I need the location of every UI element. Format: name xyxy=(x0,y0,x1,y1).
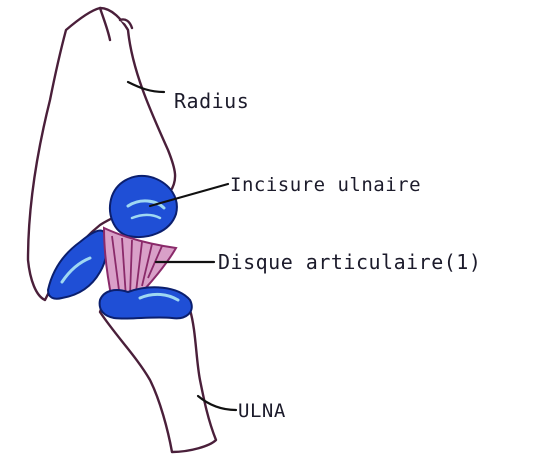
ulnar-notch xyxy=(110,176,177,237)
label-radius: Radius xyxy=(174,89,249,113)
label-ulnar-notch: Incisure ulnaire xyxy=(230,174,421,196)
label-ulna: ULNA xyxy=(238,400,286,422)
ulna-bone xyxy=(100,299,216,453)
label-articular-disc: Disque articulaire(1) xyxy=(218,250,481,274)
ulna-head-cartilage xyxy=(100,287,192,318)
